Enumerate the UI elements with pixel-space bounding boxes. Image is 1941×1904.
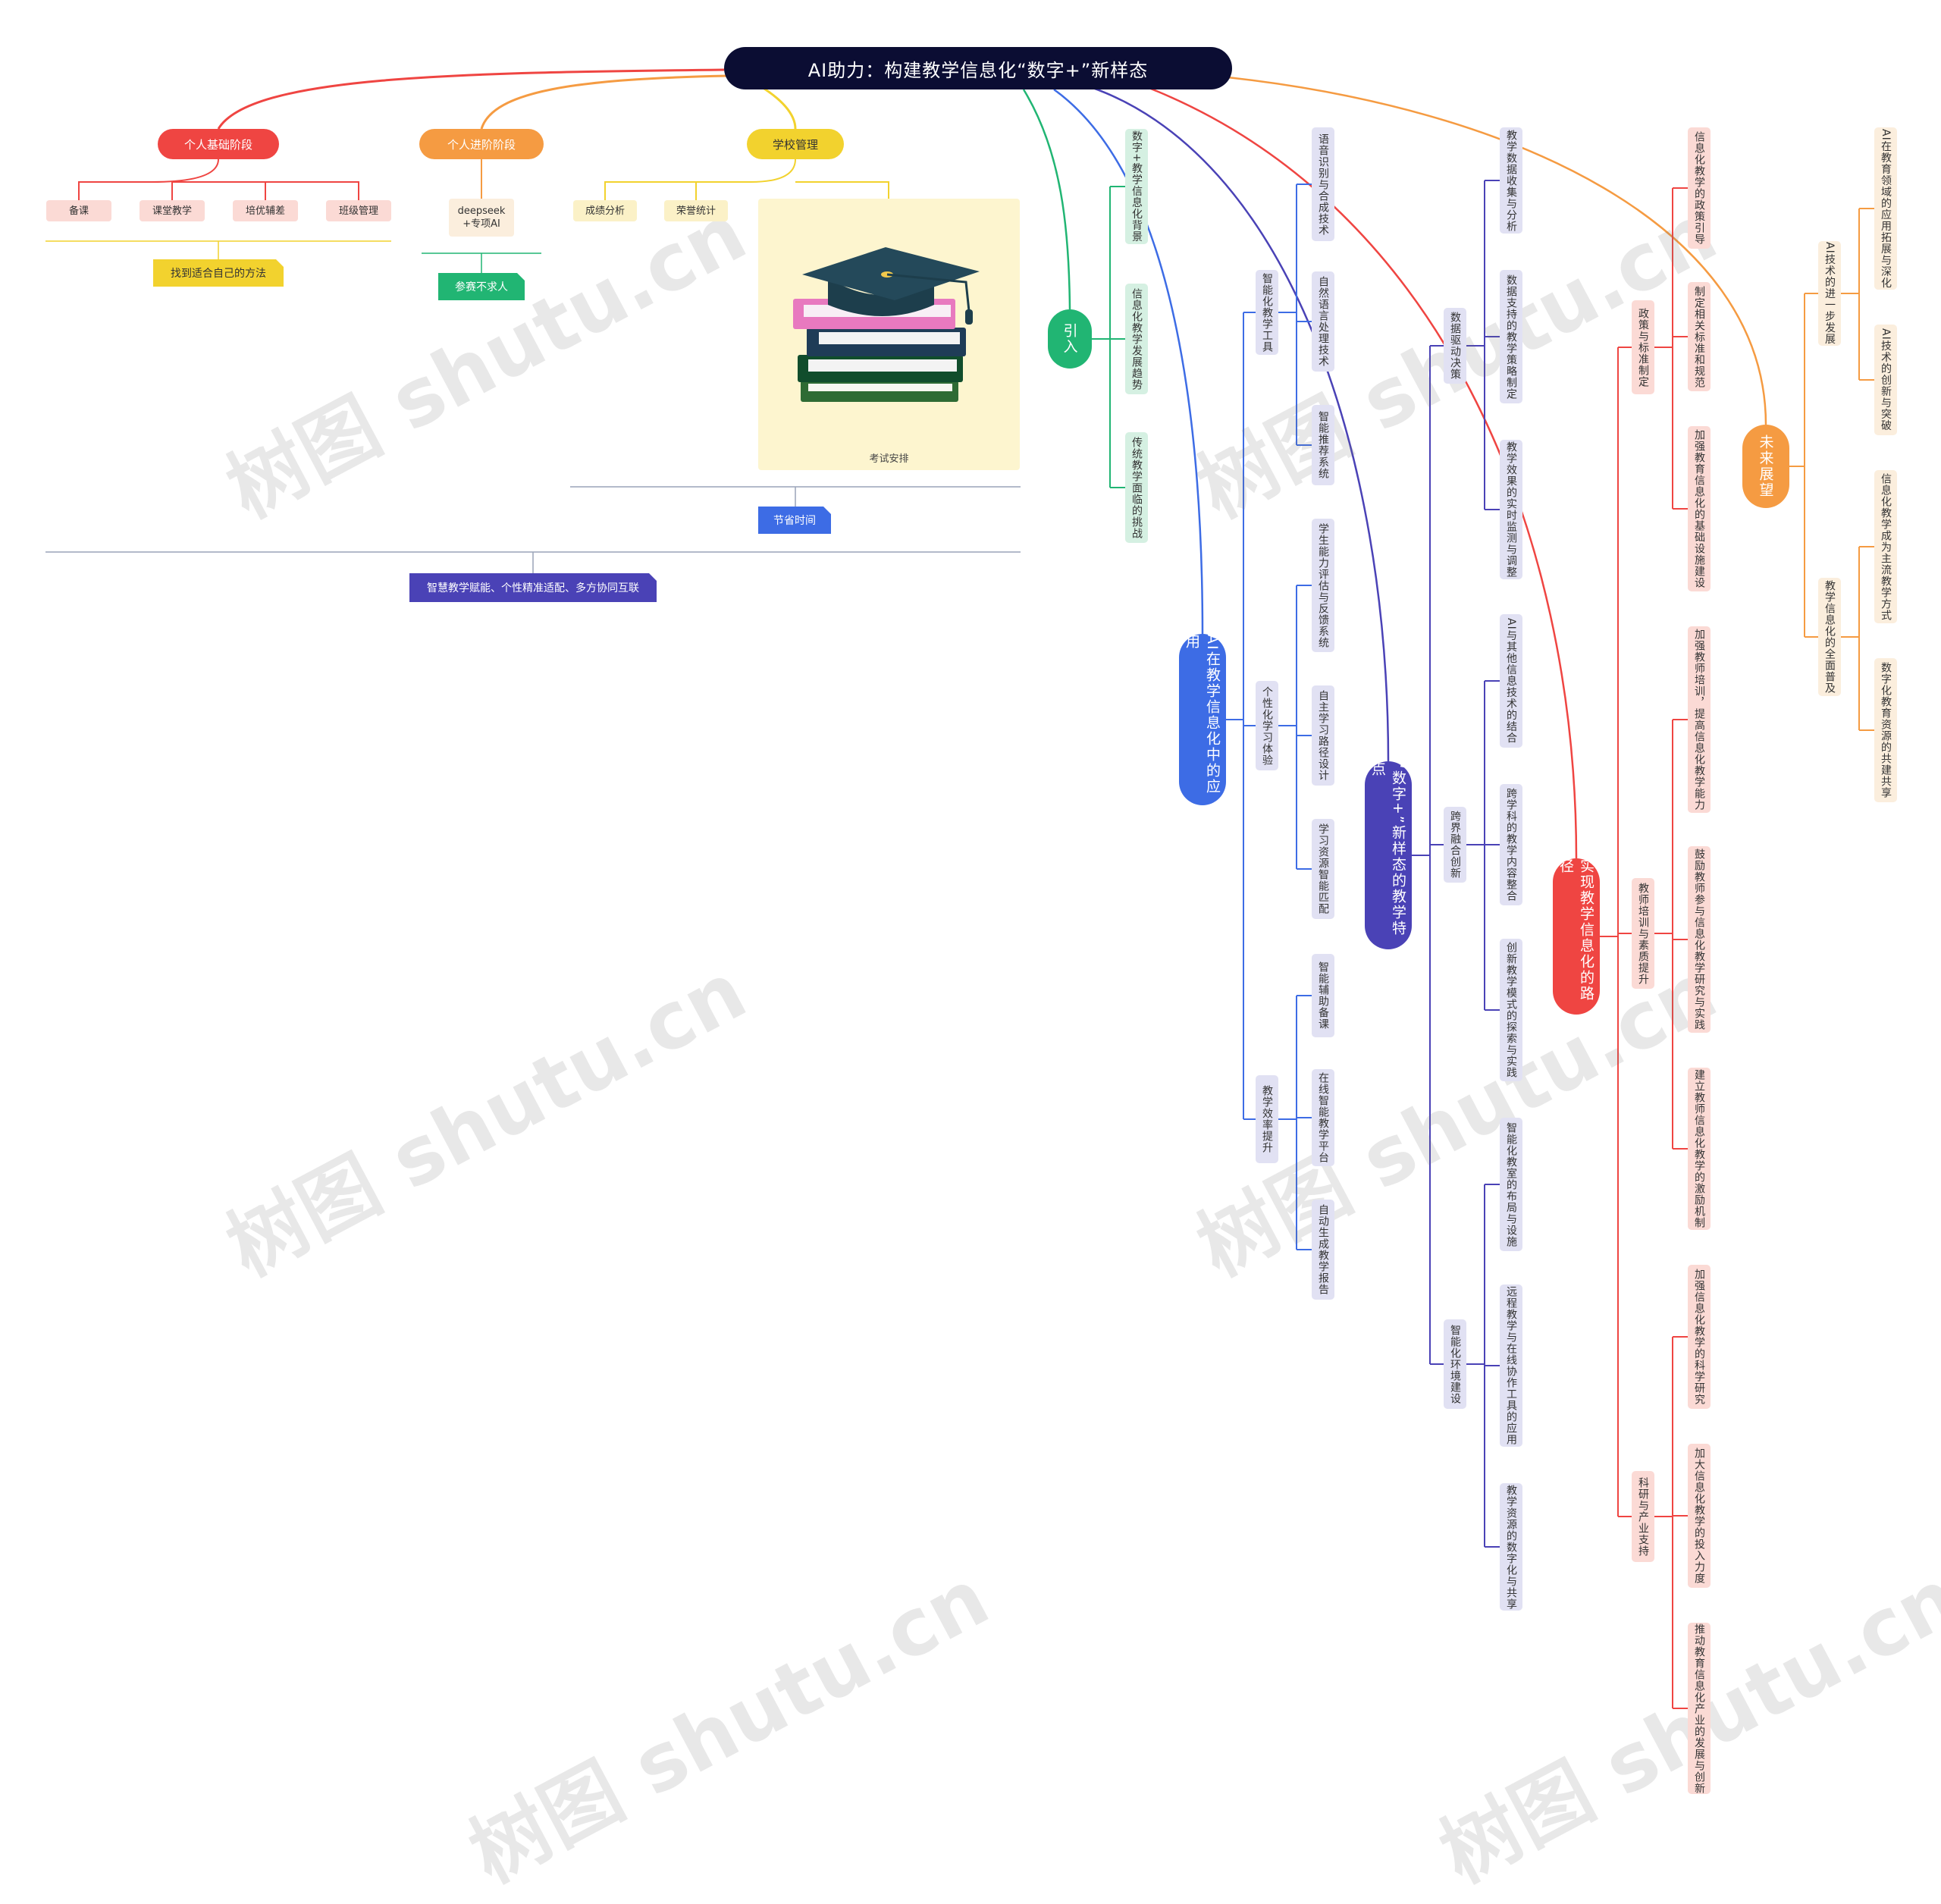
future-item[interactable]: AI在教育领域的应用拓展与深化 — [1874, 127, 1897, 290]
future-group[interactable]: 教学信息化的全面普及 — [1818, 578, 1841, 696]
connector — [1278, 995, 1312, 1250]
connector — [45, 551, 1021, 573]
exam-schedule-image-node[interactable]: 考试安排 — [758, 199, 1020, 470]
features-item[interactable]: 教学数据收集与分析 — [1500, 127, 1522, 234]
school-item[interactable]: 成绩分析 — [573, 200, 637, 221]
connector — [1789, 293, 1818, 638]
path-item[interactable]: 加强教师培训，提高信息化教学能力 — [1688, 626, 1711, 813]
root-topic[interactable]: AI助力：构建教学信息化“数字+”新样态 — [724, 47, 1232, 89]
app-item[interactable]: 在线智能教学平台 — [1312, 1069, 1334, 1166]
features-group[interactable]: 智能化环境建设 — [1444, 1319, 1466, 1409]
path-item[interactable]: 建立教师信息化教学的激励机制 — [1688, 1068, 1711, 1230]
school-summary[interactable]: 节省时间 — [758, 507, 831, 534]
connector — [1226, 312, 1256, 1120]
future-item[interactable]: AI技术的创新与突破 — [1874, 325, 1897, 435]
connector — [1137, 82, 1578, 859]
path-item[interactable]: 加强信息化教学的科学研究 — [1688, 1265, 1711, 1409]
connector — [171, 181, 359, 200]
connector — [1466, 1184, 1500, 1548]
mind-map: 树图 shutu.cn 树图 shutu.cn 树图 shutu.cn 树图 s… — [45, 47, 1941, 1901]
connector — [570, 486, 1021, 507]
connector — [1654, 1336, 1688, 1709]
stage1-summary[interactable]: 找到适合自己的方法 — [153, 259, 284, 287]
school-item[interactable]: 荣誉统计 — [664, 200, 728, 221]
graduation-cap-books-icon — [793, 247, 980, 402]
path-topic[interactable]: 实现教学信息化的路径 — [1553, 858, 1600, 1015]
features-item[interactable]: AI与其他信息技术的结合 — [1500, 614, 1522, 748]
path-group[interactable]: 科研与产业支持 — [1632, 1471, 1654, 1562]
connector — [1412, 345, 1444, 1365]
connector — [1022, 89, 1071, 310]
stage1-item[interactable]: 备课 — [46, 200, 111, 221]
connector — [1466, 180, 1500, 510]
intro-topic[interactable]: 引入 — [1048, 309, 1092, 369]
connector — [604, 158, 889, 200]
stage1-item[interactable]: 班级管理 — [326, 200, 391, 221]
image-caption: 考试安排 — [869, 453, 909, 465]
connector — [480, 74, 729, 130]
stage1-item[interactable]: 课堂教学 — [140, 200, 205, 221]
school-topic[interactable]: 学校管理 — [747, 129, 844, 159]
connector — [1841, 546, 1874, 731]
app-group[interactable]: 智能化教学工具 — [1256, 270, 1278, 355]
stage1-item[interactable]: 培优辅差 — [233, 200, 298, 221]
connector — [1654, 719, 1688, 1150]
connector — [1092, 186, 1125, 488]
features-item[interactable]: 数据支持的教学策略制定 — [1500, 270, 1522, 403]
stage2-item[interactable]: deepseek +专项AI — [449, 199, 514, 237]
app-item[interactable]: 智能辅助备课 — [1312, 954, 1334, 1037]
features-item[interactable]: 跨学科的教学内容整合 — [1500, 784, 1522, 905]
features-topic[interactable]: “数字+”新样态的教学特点 — [1365, 761, 1412, 949]
path-item[interactable]: 鼓励教师参与信息化教学研究与实践 — [1688, 846, 1711, 1033]
connector — [1053, 88, 1204, 635]
path-item[interactable]: 加强教育信息化的基础设施建设 — [1688, 426, 1711, 591]
app-item[interactable]: 学生能力评估与反馈系统 — [1312, 519, 1334, 652]
connector — [757, 83, 797, 130]
path-group[interactable]: 教师培训与素质提升 — [1632, 878, 1654, 989]
path-item[interactable]: 加大信息化教学的投入力度 — [1688, 1444, 1711, 1588]
connector — [1654, 187, 1688, 510]
features-item[interactable]: 智能化教室的布局与设施 — [1500, 1118, 1522, 1251]
connector — [77, 158, 219, 200]
features-group[interactable]: 数据驱动决策 — [1444, 308, 1466, 384]
app-item[interactable]: 语音识别与合成技术 — [1312, 127, 1334, 241]
app-item[interactable]: 学习资源智能匹配 — [1312, 819, 1334, 919]
connector — [1841, 208, 1874, 381]
future-topic[interactable]: 未来展望 — [1742, 425, 1789, 508]
path-group[interactable]: 政策与标准制定 — [1632, 300, 1654, 394]
connector — [422, 253, 541, 273]
app-item[interactable]: 自主学习路径设计 — [1312, 685, 1334, 786]
path-item[interactable]: 信息化教学的政策引导 — [1688, 127, 1711, 249]
connector — [45, 240, 391, 259]
stage1-topic[interactable]: 个人基础阶段 — [158, 129, 279, 159]
features-item[interactable]: 远程教学与在线协作工具的应用 — [1500, 1284, 1522, 1447]
future-group[interactable]: AI技术的进一步发展 — [1818, 241, 1841, 346]
intro-item[interactable]: 信息化教学发展趋势 — [1125, 284, 1148, 394]
overall-summary[interactable]: 智慧教学赋能、个性精准适配、多方协同互联 — [409, 573, 657, 602]
connector — [1600, 347, 1632, 1517]
connector — [1278, 183, 1312, 446]
app-item[interactable]: 智能推荐系统 — [1312, 405, 1334, 485]
app-group[interactable]: 个性化学习体验 — [1256, 681, 1278, 770]
app-item[interactable]: 自动生成教学报告 — [1312, 1200, 1334, 1300]
stage2-topic[interactable]: 个人进阶阶段 — [419, 129, 544, 159]
connector — [1212, 74, 1767, 425]
intro-item[interactable]: 传统教学面临的挑战 — [1125, 432, 1148, 543]
app-item[interactable]: 自然语言处理技术 — [1312, 271, 1334, 372]
stage2-summary[interactable]: 参赛不求人 — [438, 273, 525, 300]
features-item[interactable]: 创新教学模式的探索与实践 — [1500, 939, 1522, 1081]
intro-item[interactable]: 数字+教学信息化背景 — [1125, 129, 1148, 244]
connector — [217, 68, 725, 130]
future-item[interactable]: 信息化教学成为主流教学方式 — [1874, 470, 1897, 623]
app-topic[interactable]: AI在教学信息化中的应用 — [1179, 634, 1226, 805]
path-item[interactable]: 推动教育信息化产业的发展与创新 — [1688, 1623, 1711, 1794]
connector — [1278, 585, 1312, 870]
path-item[interactable]: 制定相关标准和规范 — [1688, 282, 1711, 391]
features-item[interactable]: 教学资源的数字化与共享 — [1500, 1483, 1522, 1611]
features-group[interactable]: 跨界融合创新 — [1444, 807, 1466, 883]
future-item[interactable]: 数字化教育资源的共建共享 — [1874, 658, 1897, 802]
features-item[interactable]: 教学效果的实时监测与调整 — [1500, 440, 1522, 579]
connector — [1466, 680, 1500, 1011]
app-group[interactable]: 教学效率提升 — [1256, 1075, 1278, 1163]
